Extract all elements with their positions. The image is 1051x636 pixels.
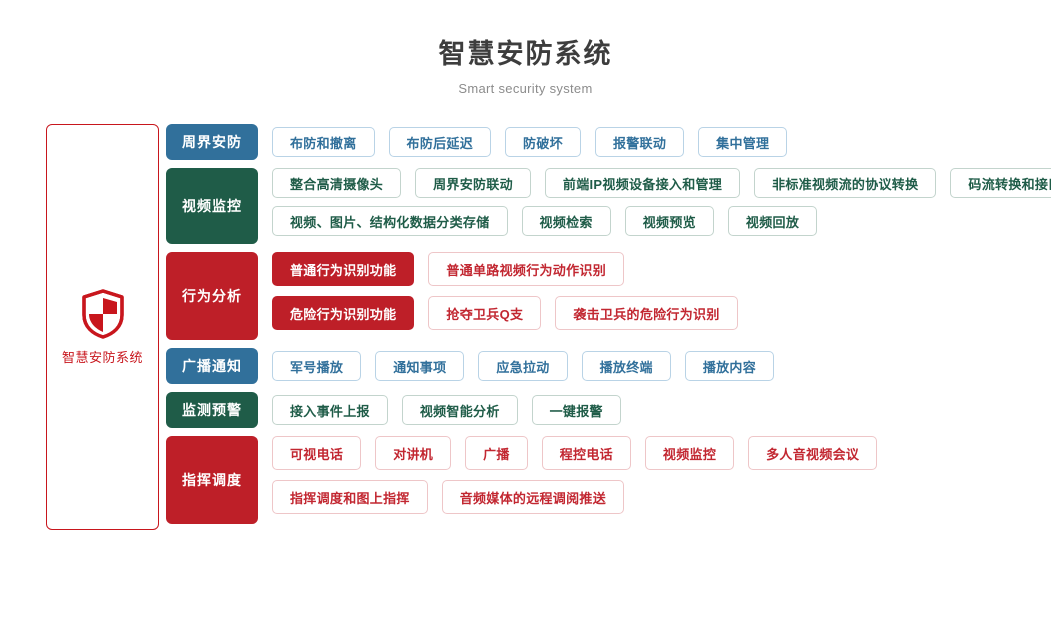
- page-header: 智慧安防系统 Smart security system: [0, 0, 1051, 96]
- capability-chip[interactable]: 对讲机: [375, 436, 452, 470]
- category-items: 普通行为识别功能普通单路视频行为动作识别危险行为识别功能抢夺卫兵Q支袭击卫兵的危…: [272, 252, 1051, 340]
- capability-chip[interactable]: 多人音视频会议: [748, 436, 878, 470]
- capability-chip[interactable]: 视频监控: [644, 436, 735, 470]
- category-row: 视频监控整合高清摄像头周界安防联动前端IP视频设备接入和管理非标准视频流的协议转…: [166, 168, 1051, 244]
- capability-chip[interactable]: 程控电话: [541, 436, 631, 470]
- category-label-1[interactable]: 视频监控: [166, 168, 258, 244]
- category-label-0[interactable]: 周界安防: [166, 124, 258, 160]
- capability-chip[interactable]: 广播: [465, 436, 528, 470]
- capability-chip[interactable]: 周界安防联动: [415, 168, 531, 198]
- category-items: 布防和撤离布防后延迟防破坏报警联动集中管理: [272, 124, 1051, 160]
- capability-chip[interactable]: 军号播放: [272, 351, 362, 381]
- category-items: 接入事件上报视频智能分析一键报警: [272, 392, 1051, 428]
- capability-chip[interactable]: 视频、图片、结构化数据分类存储: [272, 206, 508, 236]
- capability-chip[interactable]: 指挥调度和图上指挥: [272, 480, 428, 514]
- chip-line: 指挥调度和图上指挥音频媒体的远程调阅推送: [272, 480, 1051, 514]
- chip-line: 可视电话对讲机广播程控电话视频监控多人音视频会议: [272, 436, 1051, 470]
- capability-chip[interactable]: 集中管理: [698, 127, 788, 157]
- capability-chip[interactable]: 视频检索: [521, 206, 611, 236]
- capability-chip[interactable]: 普通单路视频行为动作识别: [428, 252, 625, 286]
- capability-chip[interactable]: 接入事件上报: [272, 395, 388, 425]
- category-row: 周界安防布防和撤离布防后延迟防破坏报警联动集中管理: [166, 124, 1051, 160]
- capability-chip[interactable]: 可视电话: [272, 436, 362, 470]
- capability-chip[interactable]: 视频回放: [727, 206, 818, 236]
- shield-icon: [80, 288, 126, 339]
- capability-board: 智慧安防系统 周界安防布防和撤离布防后延迟防破坏报警联动集中管理视频监控整合高清…: [0, 124, 1051, 532]
- capability-chip[interactable]: 应急拉动: [478, 351, 568, 381]
- page-subtitle: Smart security system: [458, 80, 593, 96]
- category-label-5[interactable]: 指挥调度: [166, 436, 258, 524]
- capability-chip[interactable]: 布防后延迟: [388, 127, 492, 157]
- capability-chip[interactable]: 音频媒体的远程调阅推送: [441, 480, 625, 514]
- capability-chip[interactable]: 播放终端: [581, 351, 671, 381]
- category-label-2[interactable]: 行为分析: [166, 252, 258, 340]
- system-panel: 智慧安防系统: [46, 124, 159, 530]
- capability-chip[interactable]: 一键报警: [531, 395, 621, 425]
- category-items: 军号播放通知事项应急拉动播放终端播放内容: [272, 348, 1051, 384]
- chip-line: 军号播放通知事项应急拉动播放终端播放内容: [272, 351, 1051, 381]
- capability-chip[interactable]: 袭击卫兵的危险行为识别: [555, 296, 738, 330]
- category-row: 行为分析普通行为识别功能普通单路视频行为动作识别危险行为识别功能抢夺卫兵Q支袭击…: [166, 252, 1051, 340]
- capability-chip[interactable]: 整合高清摄像头: [272, 168, 402, 198]
- capability-chip[interactable]: 播放内容: [684, 351, 775, 381]
- capability-chip[interactable]: 普通行为识别功能: [272, 252, 415, 286]
- capability-chip[interactable]: 非标准视频流的协议转换: [754, 168, 937, 198]
- category-label-4[interactable]: 监测预警: [166, 392, 258, 428]
- category-row: 指挥调度可视电话对讲机广播程控电话视频监控多人音视频会议指挥调度和图上指挥音频媒…: [166, 436, 1051, 524]
- capability-chip[interactable]: 视频预览: [624, 206, 714, 236]
- capability-chip[interactable]: 视频智能分析: [401, 395, 518, 425]
- capability-chip[interactable]: 防破坏: [505, 127, 581, 157]
- capability-chip[interactable]: 危险行为识别功能: [272, 296, 415, 330]
- chip-line: 普通行为识别功能普通单路视频行为动作识别: [272, 252, 1051, 286]
- chip-line: 布防和撤离布防后延迟防破坏报警联动集中管理: [272, 127, 1051, 157]
- category-row: 监测预警接入事件上报视频智能分析一键报警: [166, 392, 1051, 428]
- chip-line: 接入事件上报视频智能分析一键报警: [272, 395, 1051, 425]
- category-label-3[interactable]: 广播通知: [166, 348, 258, 384]
- capability-chip[interactable]: 码流转换和接口转换: [950, 168, 1051, 198]
- chip-line: 整合高清摄像头周界安防联动前端IP视频设备接入和管理非标准视频流的协议转换码流转…: [272, 168, 1051, 198]
- capability-chip[interactable]: 布防和撤离: [272, 127, 375, 157]
- chip-line: 视频、图片、结构化数据分类存储视频检索视频预览视频回放: [272, 206, 1051, 236]
- chip-line: 危险行为识别功能抢夺卫兵Q支袭击卫兵的危险行为识别: [272, 296, 1051, 330]
- page-title: 智慧安防系统: [438, 39, 613, 69]
- category-items: 整合高清摄像头周界安防联动前端IP视频设备接入和管理非标准视频流的协议转换码流转…: [272, 168, 1051, 244]
- category-items: 可视电话对讲机广播程控电话视频监控多人音视频会议指挥调度和图上指挥音频媒体的远程…: [272, 436, 1051, 524]
- capability-chip[interactable]: 通知事项: [375, 351, 465, 381]
- capability-chip[interactable]: 前端IP视频设备接入和管理: [544, 168, 741, 198]
- system-panel-label: 智慧安防系统: [61, 349, 143, 365]
- capability-chip[interactable]: 抢夺卫兵Q支: [428, 296, 542, 330]
- capability-chip[interactable]: 报警联动: [594, 127, 685, 157]
- category-rows: 周界安防布防和撤离布防后延迟防破坏报警联动集中管理视频监控整合高清摄像头周界安防…: [166, 124, 1051, 532]
- category-row: 广播通知军号播放通知事项应急拉动播放终端播放内容: [166, 348, 1051, 384]
